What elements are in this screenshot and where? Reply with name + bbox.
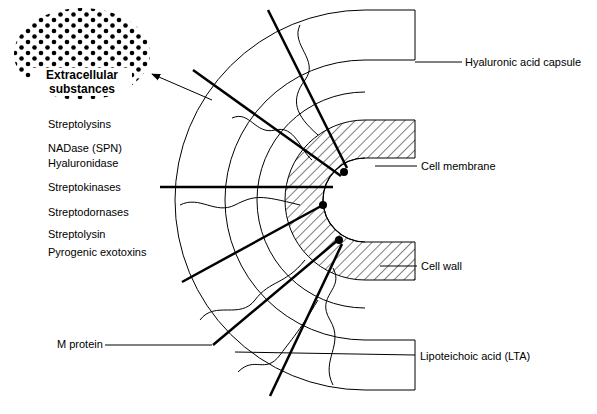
m-protein-fibre [160,186,333,189]
part-label: Cell membrane [421,160,496,173]
anchor-dot [319,201,327,209]
cell-wall-band [285,120,415,280]
substance-name: Streptodornases [48,206,129,219]
leader-line [105,345,212,346]
substance-name: Pyrogenic exotoxins [48,246,146,259]
capsule-inner-arc [225,60,415,340]
dot-cloud [14,8,150,100]
secretion-arrow [152,74,212,100]
part-label: M protein [57,338,103,351]
lta-strand [238,300,318,372]
lta-strand [180,198,300,208]
cell-membrane-arc [323,158,365,242]
leader-line [235,352,415,355]
capsule-end [415,340,416,390]
leader-line [380,266,417,267]
substance-cloud: Extracellular substances [12,6,152,102]
substance-name: Hyaluronidase [48,157,118,170]
leader-line [375,166,417,167]
lta-strand [296,25,318,135]
substance-name: Streptolysin [48,228,105,241]
m-protein-fibre [193,70,341,176]
cloud-title: Extracellular substances [32,68,132,96]
part-label: Lipoteichoic acid (LTA) [420,350,530,363]
anchor-dot [340,168,348,176]
capsule-end [415,10,416,60]
part-label: Hyaluronic acid capsule [465,56,581,69]
anchor-dot [335,236,343,244]
substance-name: Streptokinases [48,181,121,194]
m-protein-fibre [270,244,342,396]
part-label: Cell wall [421,260,462,273]
substance-name: Streptolysins [48,118,111,131]
substance-name: NADase (SPN) [48,142,122,155]
leader-line [415,62,462,63]
capsule-outer-arc [175,10,415,390]
m-protein-fibre [268,10,347,168]
lta-strand [326,268,336,385]
lta-strand [232,116,312,160]
